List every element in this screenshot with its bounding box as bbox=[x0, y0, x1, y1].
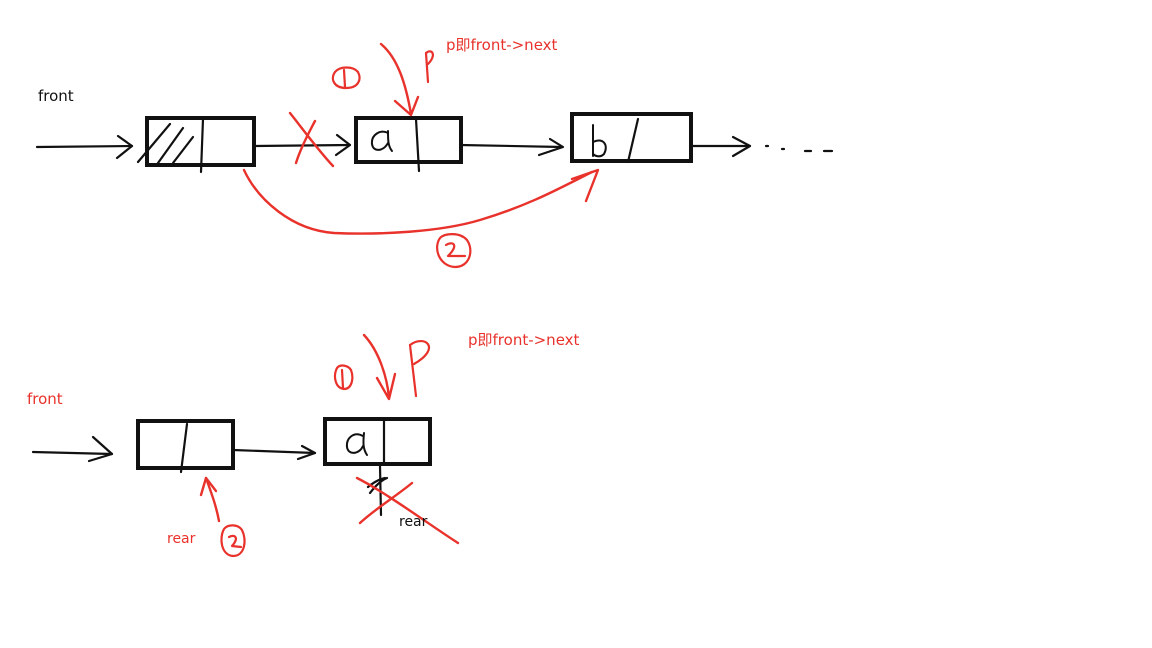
hatch-lines bbox=[136, 122, 195, 165]
bottom-head-to-a-arrow bbox=[231, 444, 317, 461]
bottom-pointer-label: p即front->next bbox=[468, 331, 580, 349]
bottom-node-a bbox=[323, 417, 432, 466]
top-node-a-letter bbox=[370, 130, 393, 152]
top-continuation-dots bbox=[764, 144, 834, 153]
bottom-step-one-circle bbox=[333, 364, 354, 391]
top-b-next-arrow bbox=[688, 135, 752, 158]
top-pointer-label: p即front->next bbox=[446, 36, 558, 54]
top-step-two-circle bbox=[436, 233, 472, 269]
top-relink-arrow bbox=[242, 168, 600, 235]
bottom-head-node bbox=[136, 419, 235, 474]
bottom-old-rear-label: rear bbox=[399, 514, 428, 530]
top-head-node bbox=[136, 116, 256, 174]
bottom-p-pointer-arrow bbox=[362, 333, 397, 401]
top-p-pointer-arrow bbox=[379, 42, 420, 117]
bottom-rear-cross-mark bbox=[355, 476, 460, 545]
top-node-b-letter bbox=[592, 124, 607, 158]
bottom-front-arrow bbox=[31, 435, 114, 463]
top-cross-mark bbox=[288, 111, 335, 168]
bottom-front-label: front bbox=[27, 390, 63, 408]
top-node-a bbox=[354, 116, 463, 173]
bottom-diagram bbox=[31, 333, 460, 558]
top-front-arrow bbox=[35, 134, 134, 160]
bottom-new-rear-arrow bbox=[199, 476, 221, 523]
bottom-step-two-circle bbox=[220, 524, 246, 558]
top-front-label: front bbox=[38, 87, 74, 105]
bottom-new-rear-label: rear bbox=[167, 531, 196, 547]
top-p-handwritten bbox=[424, 50, 434, 84]
top-step-one-circle bbox=[331, 66, 361, 90]
top-diagram bbox=[35, 42, 834, 269]
top-a-to-b-arrow bbox=[458, 137, 565, 157]
bottom-node-a-letter bbox=[345, 432, 368, 456]
bottom-p-handwritten bbox=[408, 340, 430, 398]
top-node-b bbox=[570, 112, 693, 164]
